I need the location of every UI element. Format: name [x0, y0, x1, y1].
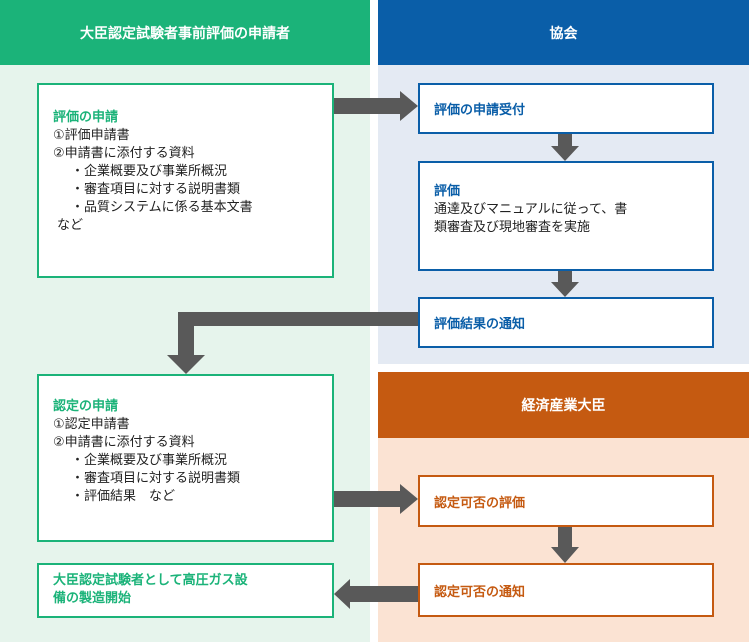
cert-application-line: ②申請書に添付する資料	[53, 435, 195, 450]
cert-application-item: ・評価結果 など	[71, 489, 176, 504]
cert-application-line: ①認定申請書	[53, 417, 130, 432]
arrow-to-final	[334, 579, 418, 609]
evaluation-line: 類審査及び現地審査を実施	[434, 220, 591, 235]
evaluation-line: 通達及びマニュアルに従って、書	[434, 202, 628, 217]
assessment-box: 認定可否の評価	[418, 475, 714, 527]
final-box: 大臣認定試験者として高圧ガス設 備の製造開始	[37, 563, 334, 618]
cert-application-body: ①認定申請書 ②申請書に添付する資料 ・企業概要及び事業所概況 ・審査項目に対す…	[53, 416, 332, 506]
receipt-box: 評価の申請受付	[418, 83, 714, 134]
applicant-header: 大臣認定試験者事前評価の申請者	[0, 0, 370, 65]
association-header: 協会	[378, 0, 749, 65]
arrow-to-cert-application	[167, 312, 418, 374]
evaluation-box: 評価 通達及びマニュアルに従って、書 類審査及び現地審査を実施	[418, 161, 714, 271]
cert-application-item: ・審査項目に対する説明書類	[71, 471, 241, 486]
cert-application-item: ・企業概要及び事業所概況	[71, 453, 228, 468]
final-line: 備の製造開始	[53, 591, 132, 606]
eval-application-title: 評価の申請	[53, 110, 119, 125]
eval-application-line: ①評価申請書	[53, 128, 130, 143]
arrow-down-3	[551, 527, 579, 563]
cert-application-title: 認定の申請	[53, 399, 119, 414]
eval-application-box: 評価の申請 ①評価申請書 ②申請書に添付する資料 ・企業概要及び事業所概況 ・審…	[37, 83, 334, 278]
cert-application-box: 認定の申請 ①認定申請書 ②申請書に添付する資料 ・企業概要及び事業所概況 ・審…	[37, 374, 334, 542]
arrow-to-receipt	[334, 91, 418, 121]
evaluation-title: 評価	[434, 184, 461, 199]
arrow-to-assessment	[334, 484, 418, 514]
arrow-down-2	[551, 271, 579, 297]
result-notice-box: 評価結果の通知	[418, 297, 714, 348]
eval-application-tail: など	[57, 218, 84, 233]
eval-application-item: ・審査項目に対する説明書類	[71, 182, 241, 197]
final-line: 大臣認定試験者として高圧ガス設	[53, 573, 248, 588]
notice-box: 認定可否の通知	[418, 563, 714, 617]
eval-application-line: ②申請書に添付する資料	[53, 146, 195, 161]
eval-application-item: ・品質システムに係る基本文書	[71, 200, 253, 215]
eval-application-body: ①評価申請書 ②申請書に添付する資料 ・企業概要及び事業所概況 ・審査項目に対す…	[53, 127, 332, 235]
arrow-down-1	[551, 134, 579, 161]
minister-header: 経済産業大臣	[378, 372, 749, 438]
eval-application-item: ・企業概要及び事業所概況	[71, 164, 228, 179]
